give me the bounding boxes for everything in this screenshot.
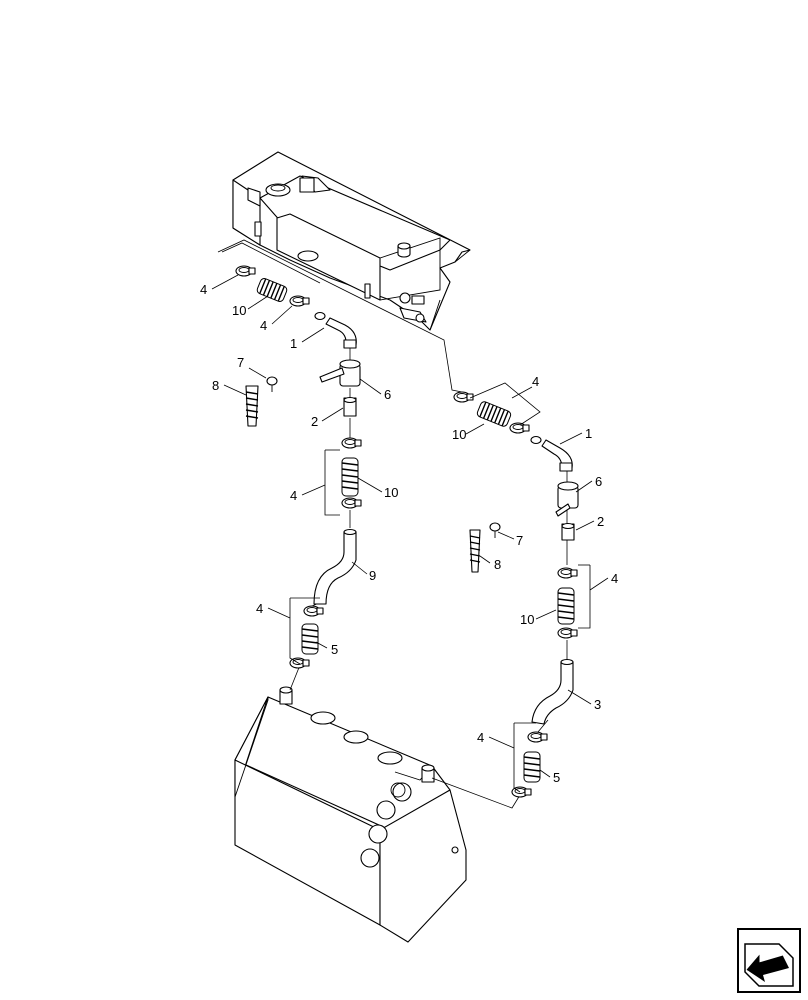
hose-spring-left-top	[256, 278, 288, 302]
callout-5-left: 5	[331, 642, 338, 657]
callout-2-left: 2	[311, 414, 318, 429]
callout-4-right-mid: 4	[611, 571, 618, 586]
upper-fuel-tank	[232, 151, 471, 331]
callout-7-left: 7	[237, 355, 244, 370]
clip-left	[266, 376, 278, 392]
fitting-left	[343, 396, 357, 417]
pipe-9-left	[313, 528, 357, 605]
left-fuel-line	[235, 265, 362, 669]
hose-spring-left-mid	[341, 457, 359, 497]
right-fuel-line	[453, 391, 579, 798]
hose-spring-right-top	[476, 401, 512, 427]
sight-tube-left	[245, 385, 259, 427]
callout-4-left-top: 4	[200, 282, 207, 297]
callout-1-right: 1	[585, 426, 592, 441]
fitting-right	[561, 522, 575, 541]
callout-4-right-low: 4	[477, 730, 484, 745]
callout-10-right-top: 10	[452, 427, 466, 442]
callout-9-left: 9	[369, 568, 376, 583]
valve-left	[319, 359, 361, 387]
callout-3-right: 3	[594, 697, 601, 712]
callout-2-right: 2	[597, 514, 604, 529]
callout-1-left: 1	[290, 336, 297, 351]
callout-6-left: 6	[384, 387, 391, 402]
callout-4-left-top-2: 4	[260, 318, 267, 333]
callout-4-left-low: 4	[256, 601, 263, 616]
callout-8-left: 8	[212, 378, 219, 393]
callout-7-right: 7	[516, 533, 523, 548]
clip-right	[489, 522, 501, 538]
callout-10-right-mid: 10	[520, 612, 534, 627]
pipe-3-right	[531, 658, 574, 725]
hose-spring-left-low	[301, 623, 319, 655]
valve-right	[555, 481, 579, 517]
callout-5-right: 5	[553, 770, 560, 785]
return-arrow-icon	[744, 943, 794, 987]
sight-tube-right	[469, 529, 481, 573]
lower-fuel-tank	[234, 686, 467, 943]
hose-spring-right-mid	[557, 587, 575, 625]
callout-10-left-top: 10	[232, 303, 246, 318]
callout-10-left-mid: 10	[384, 485, 398, 500]
callout-4-right-top: 4	[532, 374, 539, 389]
callout-8-right: 8	[494, 557, 501, 572]
callout-6-right: 6	[595, 474, 602, 489]
leader-lines	[211, 274, 609, 778]
return-arrow-button[interactable]	[737, 928, 801, 993]
callout-4-left-mid: 4	[290, 488, 297, 503]
hose-spring-right-low	[523, 751, 541, 783]
assembly-reference-lines	[217, 239, 568, 809]
callout-labels: 4 10 4 1 7 8 6 2 4 10 9 4 5 4 10 1 6 2 7…	[200, 282, 618, 785]
